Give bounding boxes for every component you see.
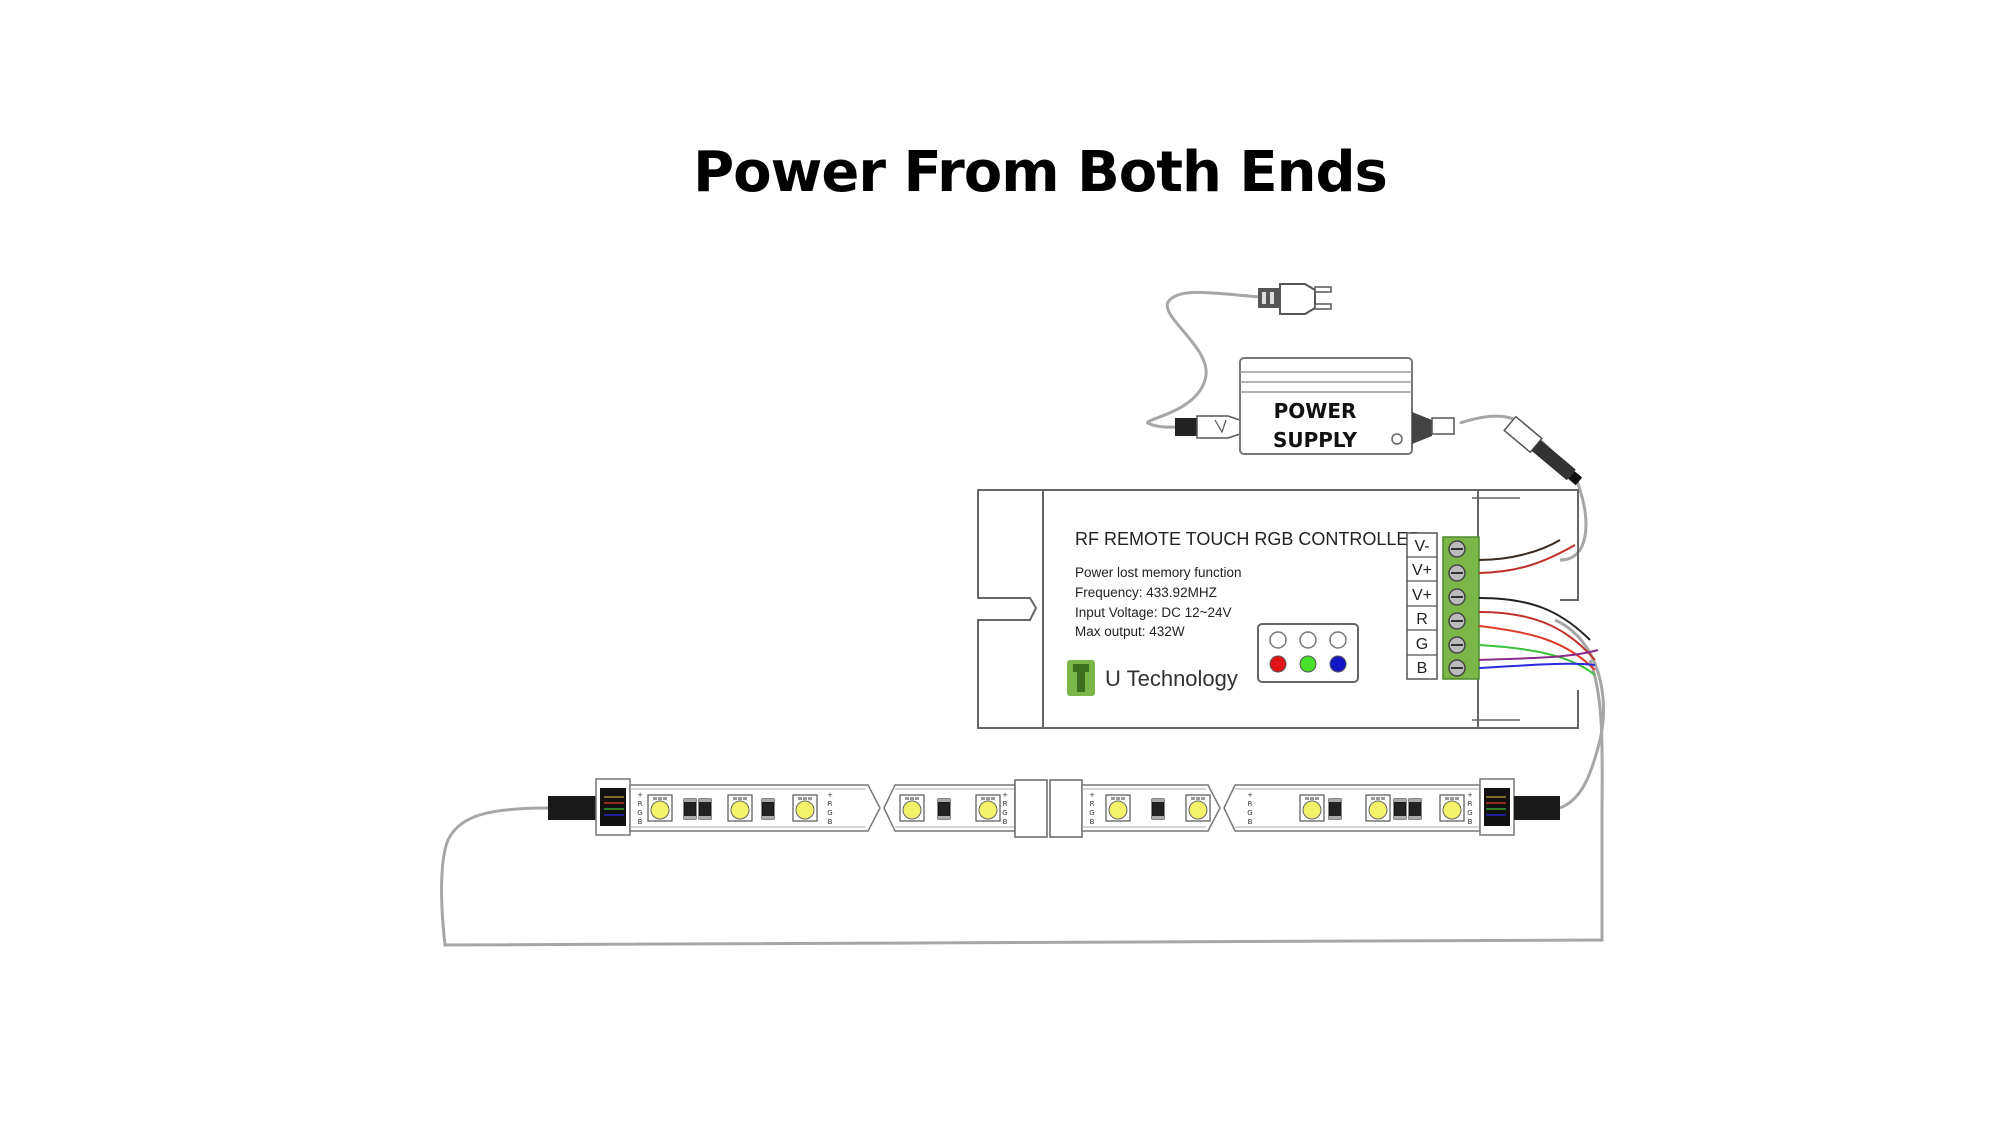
resistor — [761, 798, 775, 820]
page-title: Power From Both Ends — [693, 140, 1388, 205]
power-supply-label-line1: POWER — [1274, 399, 1357, 423]
u-technology-logo — [1067, 660, 1095, 696]
controller-spec-memory: Power lost memory function — [1075, 565, 1242, 580]
red-indicator — [1269, 655, 1287, 673]
terminal-label-v-plus-2: V+ — [1412, 587, 1432, 604]
terminal-label-g: G — [1416, 636, 1428, 653]
power-supply: POWER SUPPLY — [1175, 357, 1455, 455]
pad-label: B — [828, 818, 833, 826]
resistor — [1393, 798, 1407, 820]
brand-name: U Technology — [1105, 666, 1238, 691]
pad-label: + — [1467, 791, 1473, 799]
pad-label: + — [1002, 791, 1008, 799]
controller-spec-max-output: Max output: 432W — [1075, 624, 1185, 639]
led-chip — [1105, 794, 1131, 822]
resistor — [937, 798, 951, 820]
pad-label: + — [637, 791, 643, 799]
pad-label: R — [1248, 800, 1253, 808]
ac-cord — [1146, 290, 1276, 429]
terminal-block — [1442, 536, 1480, 680]
pad-label: B — [638, 818, 643, 826]
led-chip — [1299, 794, 1325, 822]
pad-label: + — [1247, 791, 1253, 799]
pad-label: G — [637, 809, 642, 817]
strip-right-feed-wire — [1554, 618, 1606, 810]
ac-plug — [1258, 283, 1332, 315]
led-chip — [899, 794, 925, 822]
terminal-label-v-plus-1: V+ — [1412, 562, 1432, 579]
right-strip-connector — [1479, 778, 1560, 836]
resistor — [683, 798, 697, 820]
pad-label: B — [1468, 818, 1473, 826]
led-chip — [727, 794, 753, 822]
led-chips — [647, 794, 1465, 822]
led-chip — [647, 794, 673, 822]
blue-indicator — [1329, 655, 1347, 673]
led-strip: +RGB+RGB+RGB+RGB+RGB+RGB — [548, 778, 1560, 838]
terminal-label-r: R — [1416, 611, 1428, 628]
pad-label: R — [638, 800, 643, 808]
pad-label: G — [1089, 809, 1094, 817]
green-indicator — [1299, 655, 1317, 673]
pad-label: G — [1002, 809, 1007, 817]
pad-label: R — [828, 800, 833, 808]
controller-output-wires — [1478, 539, 1599, 676]
resistor — [1328, 798, 1342, 820]
pad-label: B — [1003, 818, 1008, 826]
strip-pad-labels: +RGB+RGB+RGB+RGB+RGB+RGB — [637, 791, 1473, 826]
led-chip — [792, 794, 818, 822]
controller-spec-voltage: Input Voltage: DC 12~24V — [1075, 605, 1232, 620]
power-supply-label-line2: SUPPLY — [1273, 428, 1358, 452]
led-chip — [975, 794, 1001, 822]
led-chip — [1365, 794, 1391, 822]
pad-label: G — [827, 809, 832, 817]
pad-label: + — [827, 791, 833, 799]
return-loop-wire — [440, 659, 1604, 947]
controller-name: RF REMOTE TOUCH RGB CONTROLLER — [1075, 529, 1421, 549]
pad-label: R — [1468, 800, 1473, 808]
resistor — [698, 798, 712, 820]
terminal-label-b: B — [1417, 660, 1428, 677]
pad-label: B — [1090, 818, 1095, 826]
resistors — [683, 798, 1422, 820]
pad-label: G — [1467, 809, 1472, 817]
pad-label: + — [1089, 791, 1095, 799]
resistor — [1151, 798, 1165, 820]
controller-spec-frequency: Frequency: 433.92MHZ — [1075, 585, 1217, 600]
pad-label: G — [1247, 809, 1252, 817]
pad-label: B — [1248, 818, 1253, 826]
led-chip — [1185, 794, 1211, 822]
dc-connector — [1503, 415, 1583, 486]
led-chip — [1439, 794, 1465, 822]
pad-label: R — [1003, 800, 1008, 808]
terminal-labels: V- V+ V+ R G B — [1406, 532, 1438, 680]
left-strip-connector — [548, 778, 631, 836]
pad-label: R — [1090, 800, 1095, 808]
splice-connector — [1014, 779, 1083, 838]
rgb-controller: RF REMOTE TOUCH RGB CONTROLLER Power los… — [977, 489, 1599, 729]
resistor — [1408, 798, 1422, 820]
terminal-label-v-minus: V- — [1414, 538, 1429, 555]
